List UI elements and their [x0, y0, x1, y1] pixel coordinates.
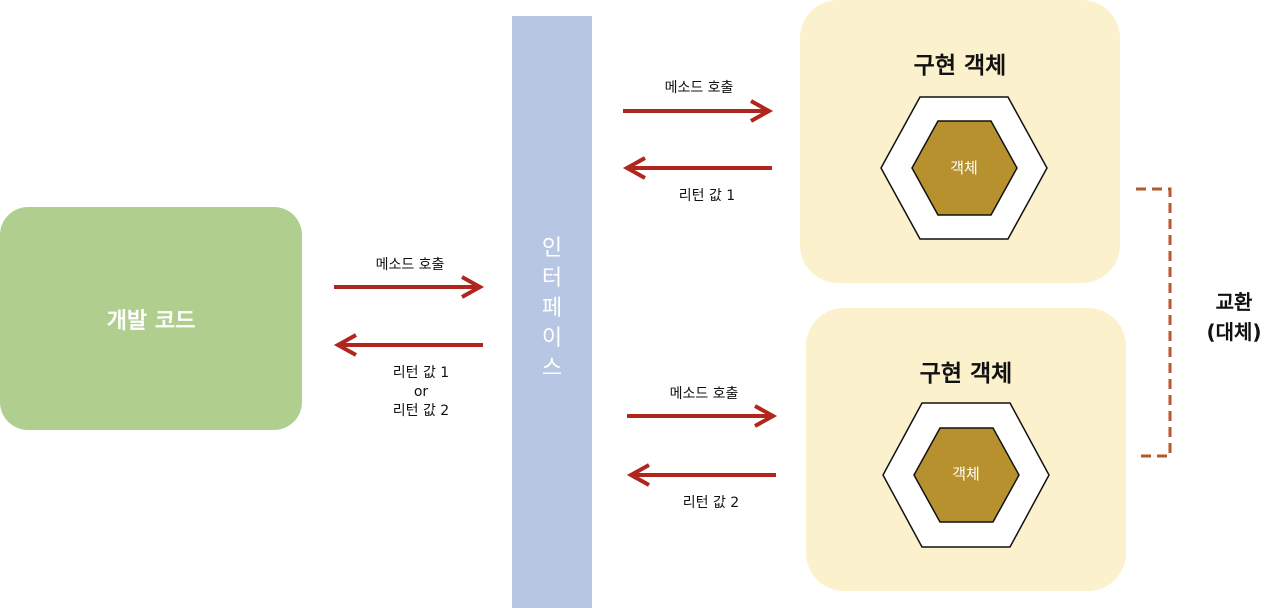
return-label-impl-1: 리턴 값 1: [678, 188, 736, 204]
interface-char: 이: [541, 326, 563, 351]
exchange-label: 교환 (대체): [1196, 287, 1272, 347]
call-label-left: 메소드 호출: [375, 257, 445, 273]
return-line: 리턴 값 1: [392, 365, 450, 381]
return-line: or: [413, 384, 429, 400]
call-arrow-impl-2: [627, 404, 778, 428]
interface-char: 스: [541, 356, 563, 381]
implementation-box-2: 구현 객체 객체: [806, 308, 1126, 591]
implementation-title: 구현 객체: [913, 53, 1007, 79]
object-hexagon: 객체: [880, 96, 1048, 241]
call-arrow-impl-1: [623, 99, 774, 123]
return-arrow-impl-1: [622, 156, 772, 180]
developer-code-box: 개발 코드: [0, 207, 302, 430]
exchange-bracket: [1136, 187, 1172, 458]
exchange-line: 교환: [1215, 290, 1253, 314]
object-label: 객체: [952, 465, 980, 483]
return-arrow-impl-2: [626, 463, 776, 487]
interface-char: 인: [541, 236, 563, 261]
developer-code-label: 개발 코드: [106, 308, 196, 334]
object-hexagon: 객체: [882, 402, 1050, 548]
interface-char: 페: [541, 296, 563, 321]
interface-bar: 인 터 페 이 스: [512, 16, 592, 608]
return-line: 리턴 값 2: [392, 403, 450, 419]
call-label-impl-1: 메소드 호출: [664, 80, 734, 96]
implementation-title: 구현 객체: [919, 361, 1013, 387]
exchange-line: (대체): [1206, 320, 1262, 344]
object-label: 객체: [950, 159, 978, 177]
call-label-impl-2: 메소드 호출: [669, 386, 739, 402]
return-arrow-left: [333, 333, 483, 357]
implementation-box-1: 구현 객체 객체: [800, 0, 1120, 283]
interface-char: 터: [541, 266, 563, 291]
call-arrow-left: [334, 275, 485, 299]
return-label-impl-2: 리턴 값 2: [682, 495, 740, 511]
return-label-left: 리턴 값 1 or 리턴 값 2: [366, 364, 476, 421]
